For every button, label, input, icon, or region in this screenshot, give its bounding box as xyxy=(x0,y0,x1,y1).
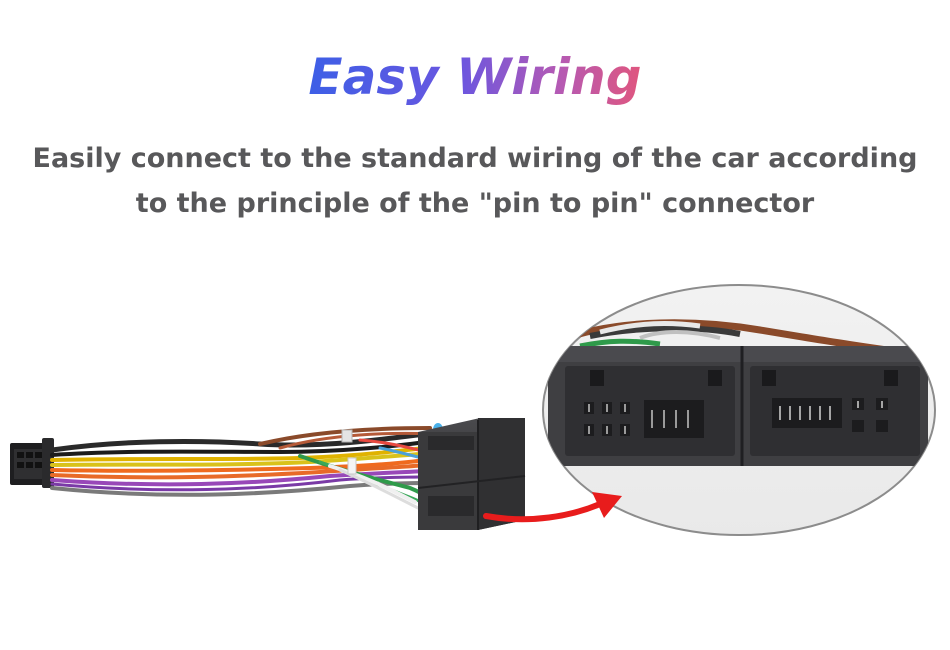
wiring-harness-image xyxy=(10,418,526,530)
main-connector-icon xyxy=(417,418,526,530)
page-title: Easy Wiring xyxy=(0,46,950,108)
subtitle-line-1: Easily connect to the standard wiring of… xyxy=(32,143,918,174)
page-subtitle: Easily connect to the standard wiring of… xyxy=(0,136,950,226)
small-connector-icon xyxy=(10,438,54,488)
red-curved-arrow xyxy=(483,492,622,523)
page-title-text: Easy Wiring xyxy=(308,48,642,106)
subtitle-line-2: to the principle of the "pin to pin" con… xyxy=(135,188,815,219)
connector-closeup-image xyxy=(542,284,936,536)
